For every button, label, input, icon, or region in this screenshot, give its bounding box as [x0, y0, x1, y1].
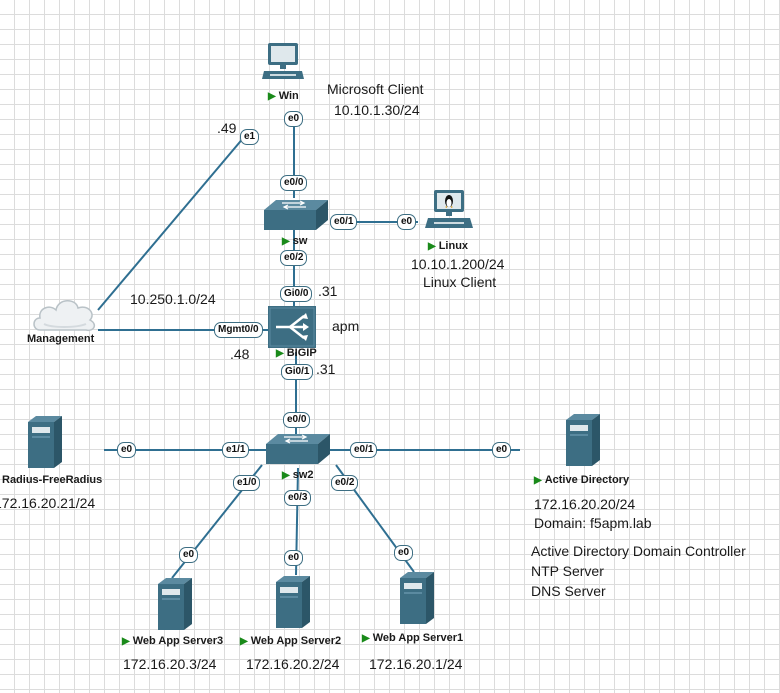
ad-node-label: ▶Active Directory — [534, 474, 629, 486]
ad-name: Active Directory — [544, 474, 630, 486]
win-client-icon[interactable] — [260, 42, 306, 88]
link-win-management — [97, 129, 251, 311]
radius-node-label: Radius-FreeRadius — [2, 474, 102, 486]
iface-sw2-e0-0[interactable]: e0/0 — [283, 412, 311, 428]
win-ip: 10.10.1.30/24 — [334, 102, 420, 118]
play-icon: ▶ — [276, 347, 284, 359]
sw2-switch-icon[interactable] — [264, 432, 332, 466]
ad-role: Active Directory Domain Controller — [531, 543, 746, 559]
iface-web1-e0[interactable]: e0 — [394, 545, 414, 561]
radius-ip: 172.16.20.21/24 — [0, 495, 96, 511]
win-desc: Microsoft Client — [327, 81, 424, 97]
radius-server-icon[interactable] — [24, 414, 66, 470]
iface-win-e1[interactable]: e1 — [240, 129, 260, 145]
iface-sw2-e0-2[interactable]: e0/2 — [331, 475, 359, 491]
win-name: Win — [278, 90, 299, 102]
web1-server-icon[interactable] — [396, 570, 438, 626]
bigip-node-label: ▶BIGIP — [276, 347, 317, 359]
web2-name: Web App Server2 — [250, 635, 342, 647]
sw-name: sw — [292, 235, 308, 247]
iface-radius-e0[interactable]: e0 — [117, 442, 137, 458]
play-icon: ▶ — [282, 469, 290, 481]
win-mgmt-host: .49 — [217, 120, 237, 136]
sw-node-label: ▶sw — [282, 235, 307, 247]
iface-sw2-e0-1[interactable]: e0/1 — [350, 442, 378, 458]
play-icon: ▶ — [282, 235, 290, 247]
web3-name: Web App Server3 — [132, 635, 224, 647]
linux-name: Linux — [438, 240, 469, 252]
iface-linux-e0[interactable]: e0 — [397, 214, 417, 230]
iface-ad-e0[interactable]: e0 — [492, 442, 512, 458]
web1-node-label: ▶Web App Server1 — [362, 632, 463, 644]
sw2-node-label: ▶sw2 — [282, 469, 314, 481]
bigip-mgmt-host: .48 — [230, 346, 250, 362]
web3-server-icon[interactable] — [154, 576, 196, 632]
iface-web3-e0[interactable]: e0 — [179, 547, 199, 563]
iface-bigip-gi0-0[interactable]: Gi0/0 — [280, 286, 313, 302]
linux-ip: 10.10.1.200/24 — [411, 256, 505, 272]
iface-sw-e0-0[interactable]: e0/0 — [280, 175, 308, 191]
iface-web2-e0[interactable]: e0 — [284, 550, 304, 566]
linux-desc: Linux Client — [423, 274, 497, 290]
web2-ip: 172.16.20.2/24 — [246, 656, 340, 672]
bigip-gi0-1-host: .31 — [316, 361, 336, 377]
management-node-label: Management — [27, 333, 94, 345]
play-icon: ▶ — [428, 240, 436, 252]
iface-sw2-e1-0[interactable]: e1/0 — [233, 475, 261, 491]
ad-server-icon[interactable] — [562, 412, 604, 468]
bigip-gi0-0-host: .31 — [318, 283, 338, 299]
linux-node-label: ▶Linux — [428, 240, 468, 252]
win-node-label: ▶Win — [268, 90, 299, 102]
ad-ip: 172.16.20.20/24 — [534, 496, 636, 512]
web3-ip: 172.16.20.3/24 — [123, 656, 217, 672]
web2-node-label: ▶Web App Server2 — [240, 635, 341, 647]
bigip-router-icon[interactable] — [266, 304, 318, 350]
iface-bigip-mgmt[interactable]: Mgmt0/0 — [214, 322, 263, 338]
play-icon: ▶ — [534, 474, 542, 486]
radius-name: Radius-FreeRadius — [2, 474, 103, 486]
play-icon: ▶ — [268, 90, 276, 102]
sw2-name: sw2 — [292, 469, 314, 481]
play-icon: ▶ — [240, 635, 248, 647]
sw-switch-icon[interactable] — [262, 198, 330, 232]
iface-sw2-e0-3[interactable]: e0/3 — [284, 490, 312, 506]
management-name: Management — [27, 333, 95, 345]
iface-bigip-gi0-1[interactable]: Gi0/1 — [281, 364, 314, 380]
ad-role: NTP Server — [531, 563, 604, 579]
iface-sw-e0-1[interactable]: e0/1 — [330, 214, 358, 230]
ad-role: DNS Server — [531, 583, 606, 599]
iface-sw-e0-2[interactable]: e0/2 — [280, 250, 308, 266]
linux-client-icon[interactable] — [424, 188, 476, 238]
play-icon: ▶ — [362, 632, 370, 644]
play-icon: ▶ — [122, 635, 130, 647]
ad-domain: Domain: f5apm.lab — [534, 515, 652, 531]
iface-win-e0[interactable]: e0 — [284, 111, 304, 127]
web2-server-icon[interactable] — [272, 574, 314, 630]
web3-node-label: ▶Web App Server3 — [122, 635, 223, 647]
bigip-label: apm — [332, 318, 360, 334]
bigip-name: BIGIP — [286, 347, 317, 359]
mgmt-subnet: 10.250.1.0/24 — [130, 291, 216, 307]
web1-name: Web App Server1 — [372, 632, 464, 644]
management-cloud-icon[interactable] — [30, 292, 98, 334]
iface-sw2-e1-1[interactable]: e1/1 — [222, 442, 250, 458]
web1-ip: 172.16.20.1/24 — [369, 656, 463, 672]
